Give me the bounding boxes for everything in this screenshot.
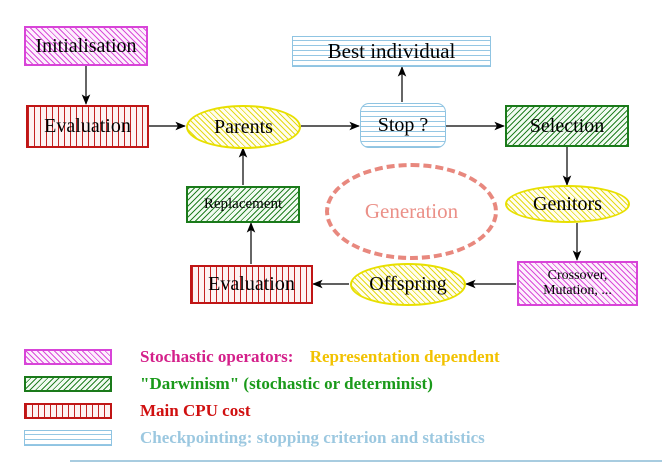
legend-text-darwinism: "Darwinism" (stochastic or determinist) — [140, 374, 433, 394]
legend-swatch-blue — [24, 430, 112, 446]
node-genitors-label: Genitors — [533, 192, 602, 215]
node-initialisation[interactable]: Initialisation — [24, 26, 148, 66]
legend-text-checkpointing: Checkpointing: stopping criterion and st… — [140, 428, 485, 448]
legend-swatch-magenta — [24, 349, 112, 365]
legend-label-representation-dependent: Representation dependent — [309, 347, 500, 366]
legend-row-cpu-cost: Main CPU cost — [24, 400, 644, 422]
legend-label-stochastic-operators: Stochastic operators: — [140, 347, 294, 366]
node-generation-label: Generation — [364, 199, 459, 223]
node-crossover-mutation-line2: Mutation, ... — [543, 282, 612, 298]
node-crossover-mutation[interactable]: Crossover, Mutation, ... — [517, 261, 638, 306]
node-selection-label: Selection — [529, 114, 605, 137]
legend-row-stochastic: Stochastic operators: Representation dep… — [24, 346, 644, 368]
node-evaluation-bottom[interactable]: Evaluation — [190, 265, 313, 304]
node-initialisation-label: Initialisation — [35, 34, 137, 57]
legend-label-darwinism: "Darwinism" (stochastic or determinist) — [140, 374, 433, 393]
legend-swatch-red — [24, 403, 112, 419]
node-offspring-label: Offspring — [369, 273, 447, 296]
node-best-individual-label: Best individual — [327, 38, 456, 63]
node-parents[interactable]: Parents — [186, 105, 301, 149]
node-evaluation-top[interactable]: Evaluation — [26, 105, 149, 148]
legend-label-main-cpu-cost: Main CPU cost — [140, 401, 251, 420]
node-evaluation-top-label: Evaluation — [44, 115, 131, 138]
legend-swatch-green — [24, 376, 112, 392]
node-offspring[interactable]: Offspring — [350, 263, 466, 306]
node-selection[interactable]: Selection — [505, 105, 629, 147]
legend-label-checkpointing: Checkpointing: stopping criterion and st… — [140, 428, 485, 447]
node-best-individual[interactable]: Best individual — [292, 36, 491, 67]
legend-row-checkpointing: Checkpointing: stopping criterion and st… — [24, 427, 644, 449]
node-replacement-label: Replacement — [203, 195, 283, 212]
node-generation-group: Generation — [325, 163, 498, 260]
legend-text-cpu-cost: Main CPU cost — [140, 401, 250, 421]
node-parents-label: Parents — [214, 115, 273, 138]
node-stop[interactable]: Stop ? — [360, 103, 446, 148]
node-replacement[interactable]: Replacement — [186, 186, 300, 223]
node-evaluation-bottom-label: Evaluation — [208, 273, 295, 296]
bottom-divider — [70, 460, 662, 462]
legend-row-darwinism: "Darwinism" (stochastic or determinist) — [24, 373, 644, 395]
node-genitors[interactable]: Genitors — [505, 185, 630, 223]
legend-text-stochastic: Stochastic operators: Representation dep… — [140, 347, 500, 367]
node-crossover-mutation-line1: Crossover, — [547, 268, 608, 284]
node-stop-label: Stop ? — [377, 114, 429, 137]
